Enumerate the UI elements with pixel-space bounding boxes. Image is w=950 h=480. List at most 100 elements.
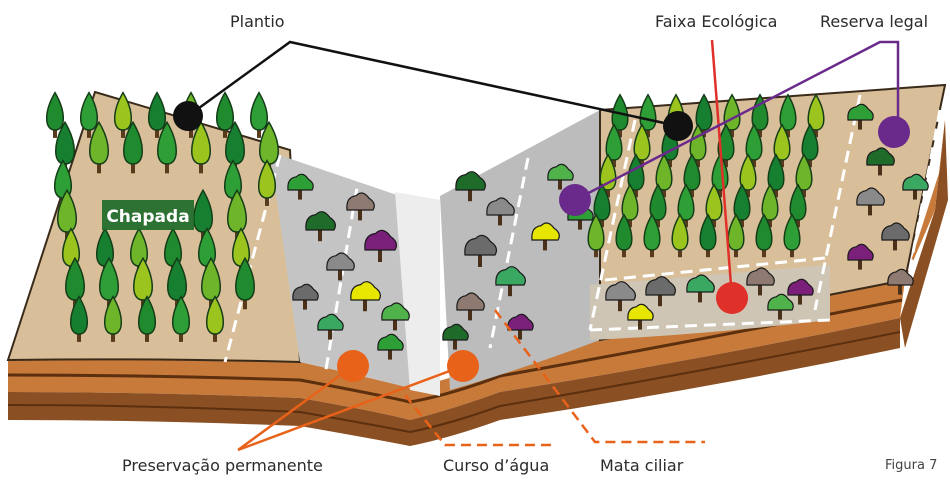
pine-tree xyxy=(683,153,701,198)
reserva-legal-marker-1 xyxy=(559,184,591,216)
broadleaf-tree xyxy=(305,211,336,242)
broadleaf-tree xyxy=(686,274,715,303)
pine-tree xyxy=(69,295,89,342)
native-vegetation xyxy=(287,103,929,360)
pine-tree xyxy=(79,91,99,138)
broadleaf-tree xyxy=(486,197,515,226)
broadleaf-tree xyxy=(346,192,375,221)
pine-tree xyxy=(779,93,797,138)
pine-tree xyxy=(615,213,633,258)
broadleaf-tree xyxy=(531,222,560,251)
pine-tree xyxy=(801,123,819,168)
pine-tree xyxy=(699,213,717,258)
pine-tree xyxy=(171,295,191,342)
pine-tree xyxy=(755,213,773,258)
pine-tree xyxy=(205,295,225,342)
broadleaf-tree xyxy=(746,267,775,296)
broadleaf-tree xyxy=(787,278,814,305)
broadleaf-tree xyxy=(902,173,929,200)
pine-tree xyxy=(643,213,661,258)
pine-tree xyxy=(234,256,256,310)
mata-ciliar-label: Mata ciliar xyxy=(600,456,684,475)
pine-tree xyxy=(761,183,779,228)
preservacao-marker-1 xyxy=(337,350,369,382)
plantio-label: Plantio xyxy=(230,12,285,31)
broadleaf-tree xyxy=(605,281,636,312)
pine-tree xyxy=(249,91,269,138)
broadleaf-tree xyxy=(364,229,398,262)
pine-tree xyxy=(727,213,745,258)
zone-boundaries xyxy=(223,94,942,376)
chapada-label-box xyxy=(102,200,194,230)
pine-tree xyxy=(593,183,611,228)
pine-tree xyxy=(807,93,825,138)
pine-tree xyxy=(215,91,235,138)
pine-tree xyxy=(705,183,723,228)
chapada-label: Chapada xyxy=(106,207,189,227)
faixa-ecologica-marker xyxy=(716,282,748,314)
pine-tree xyxy=(605,123,623,168)
broadleaf-tree xyxy=(317,313,344,340)
reserva-legal-label: Reserva legal xyxy=(820,12,929,31)
reserva-legal-marker-2 xyxy=(878,116,910,148)
pine-tree xyxy=(767,153,785,198)
pine-tree xyxy=(695,93,713,138)
pine-tree xyxy=(103,295,123,342)
pine-tree xyxy=(113,91,133,138)
pine-tree xyxy=(677,183,695,228)
broadleaf-tree xyxy=(495,266,526,297)
pine-tree xyxy=(751,93,769,138)
pine-tree xyxy=(789,183,807,228)
figure-caption: Figura 7 xyxy=(885,458,938,473)
pine-tree xyxy=(122,120,144,174)
pine-tree xyxy=(739,153,757,198)
broadleaf-tree xyxy=(767,293,794,320)
plantio-marker-2 xyxy=(663,111,693,141)
pine-tree xyxy=(671,213,689,258)
broadleaf-tree xyxy=(847,103,874,130)
broadleaf-tree xyxy=(326,252,355,281)
pine-tree xyxy=(88,120,110,174)
pine-tree xyxy=(745,123,763,168)
broadleaf-tree xyxy=(887,268,914,295)
broadleaf-tree xyxy=(866,147,895,176)
broadleaf-tree xyxy=(507,313,534,340)
broadleaf-tree xyxy=(645,276,676,307)
broadleaf-tree xyxy=(377,333,404,360)
pine-tree xyxy=(147,91,167,138)
pine-tree xyxy=(627,153,645,198)
pine-tree xyxy=(773,123,791,168)
pine-tree xyxy=(655,153,673,198)
broadleaf-tree xyxy=(456,292,485,321)
broadleaf-tree xyxy=(350,281,381,312)
pine-tree xyxy=(633,123,651,168)
plantio-marker-1 xyxy=(173,101,203,131)
broadleaf-tree xyxy=(881,222,910,251)
pine-tree xyxy=(649,183,667,228)
broadleaf-tree xyxy=(287,173,314,200)
preservacao-permanente-label: Preservação permanente xyxy=(122,456,323,475)
pine-tree xyxy=(783,213,801,258)
plantation-trees xyxy=(45,91,825,342)
broadleaf-tree xyxy=(856,187,885,216)
pine-tree xyxy=(190,120,212,174)
broadleaf-tree xyxy=(292,283,319,310)
curso-dagua-label: Curso d’água xyxy=(443,456,550,475)
pine-tree xyxy=(795,153,813,198)
pine-tree xyxy=(45,91,65,138)
broadleaf-tree xyxy=(847,243,874,270)
pine-tree xyxy=(587,213,605,258)
leader-lines xyxy=(187,39,900,452)
broadleaf-tree xyxy=(442,323,469,350)
broadleaf-tree xyxy=(455,171,486,202)
pine-tree xyxy=(257,159,277,206)
broadleaf-tree xyxy=(547,163,574,190)
faixa-ecologica-label: Faixa Ecológica xyxy=(655,12,778,31)
pine-tree xyxy=(733,183,751,228)
broadleaf-tree xyxy=(627,303,654,330)
pine-tree xyxy=(137,295,157,342)
broadleaf-tree xyxy=(381,302,410,331)
pine-tree xyxy=(156,120,178,174)
preservacao-marker-2 xyxy=(447,350,479,382)
